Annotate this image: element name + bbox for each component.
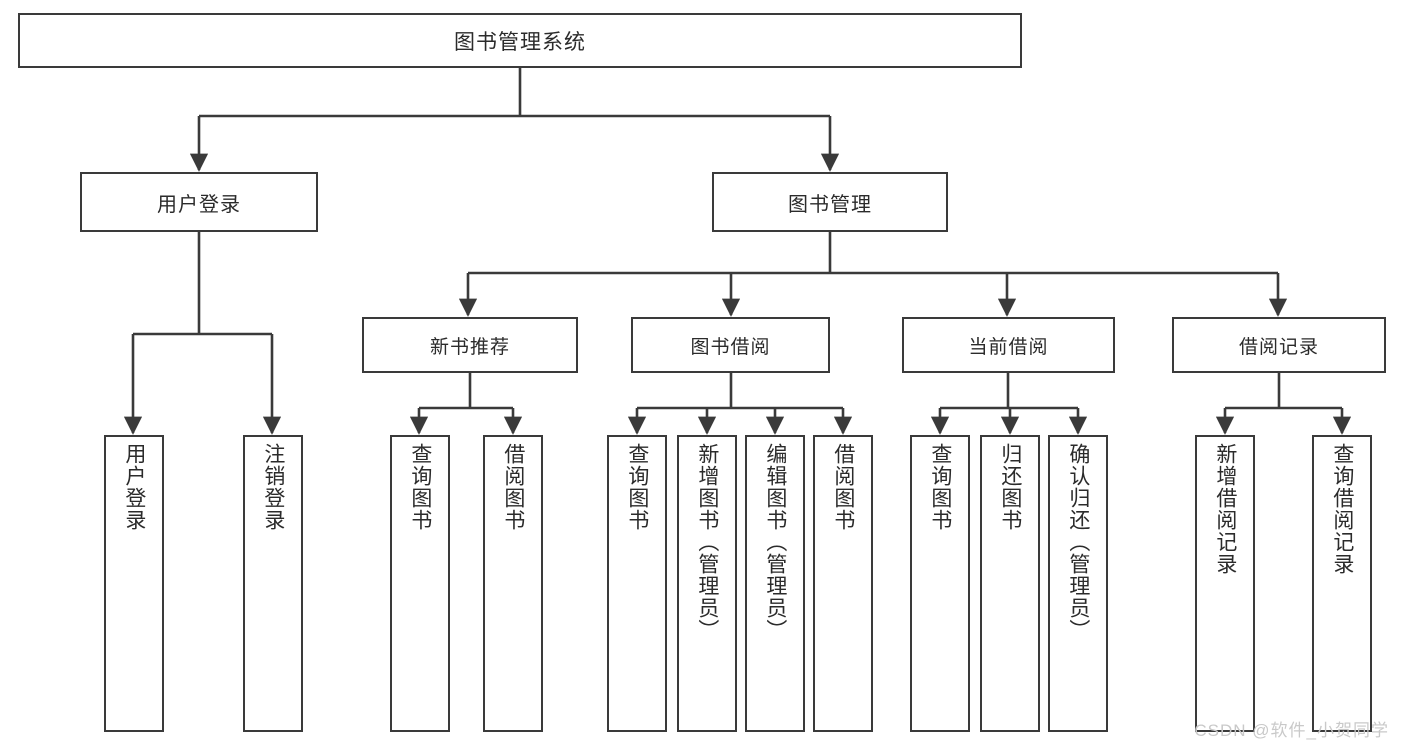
leaf-query-book-current[interactable]: 查询图书 <box>910 435 970 732</box>
leaf-confirm-return-admin-label: 确认归还（管理员） <box>1066 443 1090 641</box>
leaf-user-login-label: 用户登录 <box>122 443 146 531</box>
node-root-label: 图书管理系统 <box>454 30 586 54</box>
leaf-return-book-label: 归还图书 <box>998 443 1022 531</box>
leaf-query-book-borrow[interactable]: 查询图书 <box>607 435 667 732</box>
node-user-login-label: 用户登录 <box>157 193 241 216</box>
leaf-add-borrow-record-label: 新增借阅记录 <box>1213 443 1237 575</box>
leaf-add-book-admin-label: 新增图书（管理员） <box>695 443 719 641</box>
node-current-borrow-label: 当前借阅 <box>968 336 1049 358</box>
leaf-edit-book-admin-label: 编辑图书（管理员） <box>763 443 787 641</box>
leaf-edit-book-admin[interactable]: 编辑图书（管理员） <box>745 435 805 732</box>
leaf-query-book-recommend[interactable]: 查询图书 <box>390 435 450 732</box>
leaf-logout-login-label: 注销登录 <box>261 443 285 531</box>
node-new-book-recommend-label: 新书推荐 <box>429 336 510 358</box>
leaf-return-book[interactable]: 归还图书 <box>980 435 1040 732</box>
node-user-login[interactable]: 用户登录 <box>80 172 318 232</box>
node-borrow-records-label: 借阅记录 <box>1238 336 1319 358</box>
leaf-confirm-return-admin[interactable]: 确认归还（管理员） <box>1048 435 1108 732</box>
leaf-add-book-admin[interactable]: 新增图书（管理员） <box>677 435 737 732</box>
node-new-book-recommend[interactable]: 新书推荐 <box>362 317 578 373</box>
node-book-borrow[interactable]: 图书借阅 <box>631 317 830 373</box>
leaf-query-borrow-record[interactable]: 查询借阅记录 <box>1312 435 1372 732</box>
leaf-borrow-book-recommend-label: 借阅图书 <box>501 443 525 531</box>
leaf-borrow-book[interactable]: 借阅图书 <box>813 435 873 732</box>
node-borrow-records[interactable]: 借阅记录 <box>1172 317 1386 373</box>
watermark: CSDN @软件_小贺同学 <box>1194 721 1389 740</box>
leaf-borrow-book-recommend[interactable]: 借阅图书 <box>483 435 543 732</box>
leaf-query-book-borrow-label: 查询图书 <box>625 443 649 531</box>
node-root[interactable]: 图书管理系统 <box>18 13 1022 68</box>
node-book-management[interactable]: 图书管理 <box>712 172 948 232</box>
leaf-logout-login[interactable]: 注销登录 <box>243 435 303 732</box>
leaf-query-book-current-label: 查询图书 <box>928 443 952 531</box>
leaf-query-book-recommend-label: 查询图书 <box>408 443 432 531</box>
node-book-borrow-label: 图书借阅 <box>690 336 771 358</box>
leaf-add-borrow-record[interactable]: 新增借阅记录 <box>1195 435 1255 732</box>
node-book-management-label: 图书管理 <box>788 193 872 216</box>
leaf-borrow-book-label: 借阅图书 <box>831 443 855 531</box>
leaf-user-login[interactable]: 用户登录 <box>104 435 164 732</box>
node-current-borrow[interactable]: 当前借阅 <box>902 317 1115 373</box>
leaf-query-borrow-record-label: 查询借阅记录 <box>1330 443 1354 575</box>
